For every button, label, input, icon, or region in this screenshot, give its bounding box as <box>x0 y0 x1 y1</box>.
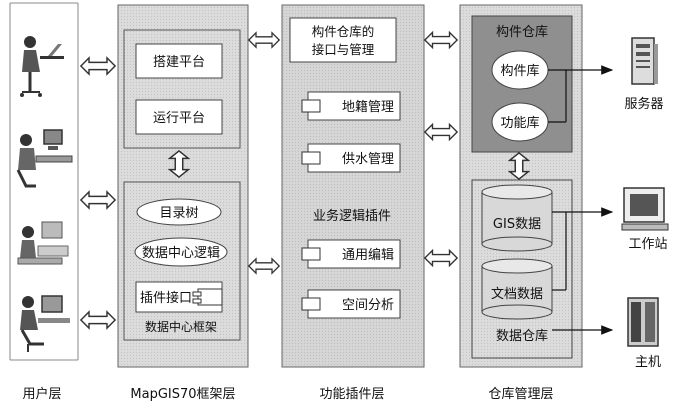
water-connector-icon <box>301 151 321 165</box>
gis-data-label: GIS数据 <box>493 217 541 232</box>
plugin-layer-caption: 功能插件层 <box>319 387 384 402</box>
comp-repo-label: 构件仓库 <box>496 24 548 40</box>
arrow-plugin-repo-2 <box>424 123 458 141</box>
plugin-iface-label: 插件接口 <box>140 290 192 306</box>
platform-build-label: 搭建平台 <box>153 54 205 70</box>
spatial-box <box>307 289 401 319</box>
land-label: 地籍管理 <box>342 99 394 115</box>
user-desktop-icon <box>16 129 73 188</box>
workstation-icon <box>621 187 669 231</box>
doc-data-label: 文档数据 <box>491 287 543 302</box>
doc-data-cylinder <box>481 258 553 320</box>
platform-run-box <box>135 99 223 135</box>
comp-iface-label-line2: 接口与管理 <box>312 42 375 57</box>
repo-layer-column: 构件仓库 构件库 功能库 GIS数据 文档数据 数据仓库 <box>459 4 583 368</box>
water-label: 供水管理 <box>342 152 394 167</box>
arrow-user-framework-1 <box>80 57 116 75</box>
user-layer-caption: 用户层 <box>22 386 61 402</box>
platform-build-box <box>135 43 223 79</box>
dir-tree-label: 目录树 <box>159 206 198 221</box>
plugin-connector-icon <box>197 288 223 306</box>
data-repo-box <box>471 179 573 359</box>
user-laptop-icon <box>20 36 64 97</box>
plugin-layer-column: 构件仓库的 接口与管理 地籍管理 供水管理 业务逻辑插件 通用编辑 空间分析 <box>281 4 425 368</box>
server-label: 服务器 <box>624 96 663 112</box>
arrow-plugin-repo-3 <box>424 249 458 267</box>
func-lib-label: 功能库 <box>500 115 539 131</box>
biz-label: 业务逻辑插件 <box>313 208 391 224</box>
dc-logic-ellipse <box>134 237 228 267</box>
server-icon <box>631 37 658 85</box>
dc-frame-label: 数据中心框架 <box>145 319 217 334</box>
dir-tree-ellipse <box>136 198 222 226</box>
arrow-plugin-repo-1 <box>424 31 458 49</box>
platform-run-label: 运行平台 <box>153 111 205 126</box>
edit-box <box>307 239 401 269</box>
gis-data-cylinder <box>481 184 553 252</box>
user-layer-column <box>9 2 79 361</box>
data-repo-label: 数据仓库 <box>496 328 548 344</box>
comp-lib-label: 构件库 <box>500 63 539 79</box>
edit-label: 通用编辑 <box>342 248 394 263</box>
framework-layer-caption: MapGIS70框架层 <box>130 387 235 402</box>
user-workstation-icon <box>17 221 69 265</box>
host-label: 主机 <box>635 355 661 370</box>
spatial-label: 空间分析 <box>342 298 394 313</box>
arrow-framework-plugin-1 <box>248 32 280 48</box>
user-operator-icon <box>20 295 70 352</box>
framework-layer-column: 搭建平台 运行平台 目录树 数据中心逻辑 插件接口 数据中心框架 <box>117 4 249 368</box>
water-box <box>307 143 401 173</box>
arrow-framework-plugin-2 <box>248 258 280 274</box>
workstation-label: 工作站 <box>628 237 667 252</box>
repo-layer-caption: 仓库管理层 <box>488 386 553 402</box>
dc-logic-label: 数据中心逻辑 <box>142 246 220 261</box>
spatial-connector-icon <box>301 297 321 311</box>
land-connector-icon <box>301 99 321 113</box>
device-connectors <box>548 65 614 335</box>
arrow-user-framework-2 <box>80 191 116 209</box>
comp-iface-box <box>289 17 397 63</box>
comp-iface-label-line1: 构件仓库的 <box>312 24 375 39</box>
arrow-user-framework-3 <box>80 311 116 329</box>
edit-connector-icon <box>301 247 321 261</box>
host-icon <box>627 297 659 347</box>
